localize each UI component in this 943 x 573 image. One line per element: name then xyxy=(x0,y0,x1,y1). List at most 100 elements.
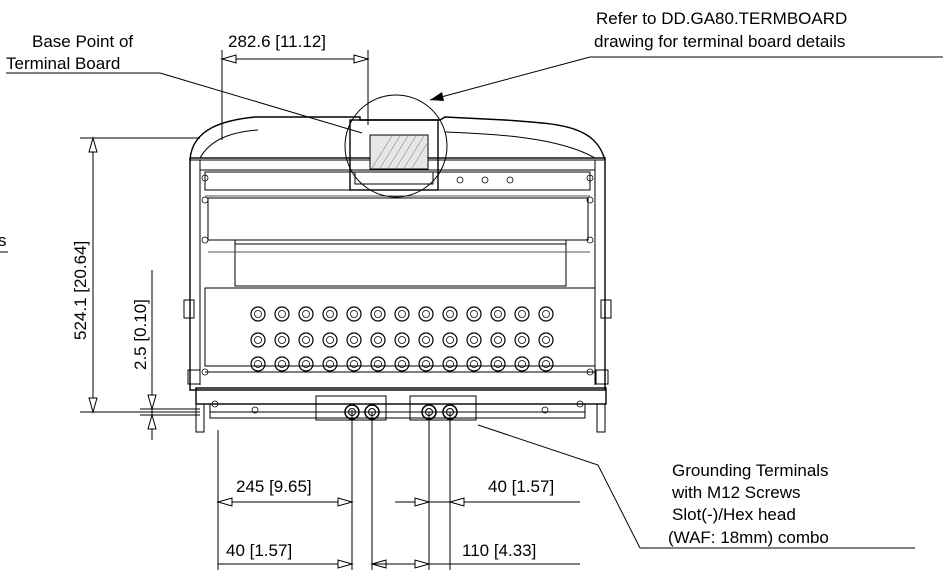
dim-ground-right-offset: 40 [1.57] xyxy=(395,412,580,570)
terminal-bolt xyxy=(346,306,362,322)
grounding-bolt xyxy=(421,404,437,420)
terminal-bolt-inner xyxy=(302,310,310,318)
terminal-bolt xyxy=(370,332,386,348)
terminal-bolt xyxy=(442,332,458,348)
terminal-bolt-inner xyxy=(398,310,406,318)
dim-bottom-left-offset: 40 [1.57] xyxy=(218,412,395,570)
dim-height-offset-text: 2.5 [0.10] xyxy=(131,299,150,370)
terminal-bolt xyxy=(250,356,266,372)
terminal-bolt-inner xyxy=(422,360,430,368)
terminal-bolt-inner xyxy=(494,310,502,318)
terminal-bolt-inner xyxy=(326,336,334,344)
terminal-bolt-inner xyxy=(374,336,382,344)
dim-top-width-text: 282.6 [11.12] xyxy=(228,32,326,51)
terminal-board-detail xyxy=(344,94,448,198)
frame-hole xyxy=(541,406,549,414)
dim-total-height: 524.1 [20.64] xyxy=(71,136,200,414)
frame-hole xyxy=(506,176,514,184)
grounding-bolt xyxy=(442,404,458,420)
terminal-bolt xyxy=(298,332,314,348)
terminal-bolt-inner xyxy=(254,310,262,318)
terminal-bolt xyxy=(538,356,554,372)
dim-total-height-text: 524.1 [20.64] xyxy=(71,241,90,340)
terminal-bolt xyxy=(442,306,458,322)
terminal-bolt xyxy=(274,332,290,348)
terminal-bolt xyxy=(514,306,530,322)
terminal-bolt xyxy=(346,332,362,348)
frame-hole xyxy=(586,236,594,244)
frame-hole xyxy=(586,174,594,182)
terminal-bolt xyxy=(370,356,386,372)
terminal-bolt-inner xyxy=(518,336,526,344)
terminal-bolt-inner xyxy=(374,310,382,318)
base-point-label-line1: Base Point of xyxy=(32,32,133,51)
grounding-note-line4: (WAF: 18mm) combo xyxy=(668,528,829,547)
terminal-bolt xyxy=(466,306,482,322)
terminal-bolt-inner xyxy=(518,310,526,318)
terminal-bolt-inner xyxy=(470,360,478,368)
grounding-bolt xyxy=(364,404,380,420)
terminal-bolt xyxy=(418,332,434,348)
terminal-bolt-inner xyxy=(494,336,502,344)
busbar-terminals xyxy=(250,306,554,420)
terminal-bolt xyxy=(370,306,386,322)
terminal-bolt-inner xyxy=(350,310,358,318)
dim-bottom-left-offset-text: 40 [1.57] xyxy=(226,541,292,560)
terminal-bolt-inner xyxy=(398,360,406,368)
refer-note-line1: Refer to DD.GA80.TERMBOARD xyxy=(596,9,847,28)
terminal-bolt-inner xyxy=(470,336,478,344)
terminal-bolt xyxy=(346,356,362,372)
terminal-bolt-inner xyxy=(518,360,526,368)
base-point-label-line2: Terminal Board xyxy=(6,54,120,73)
frame-hole xyxy=(456,176,464,184)
grounding-bolt xyxy=(344,404,360,420)
terminal-bolt xyxy=(274,356,290,372)
terminal-bolt xyxy=(418,356,434,372)
terminal-bolt xyxy=(418,306,434,322)
dim-top-width: 282.6 [11.12] xyxy=(220,32,370,140)
frame-hole xyxy=(251,406,259,414)
terminal-bolt-inner xyxy=(278,310,286,318)
terminal-bolt-inner xyxy=(350,360,358,368)
terminal-bolt-inner xyxy=(542,336,550,344)
frame-hole xyxy=(481,176,489,184)
terminal-bolt-inner xyxy=(422,336,430,344)
terminal-bolt-inner xyxy=(542,310,550,318)
terminal-bolt xyxy=(394,306,410,322)
frame-hole xyxy=(211,400,219,408)
terminal-bolt-inner xyxy=(398,336,406,344)
terminal-bolt-inner xyxy=(446,360,454,368)
terminal-bolt-inner xyxy=(350,336,358,344)
dim-ground-left-text: 245 [9.65] xyxy=(236,477,312,496)
grounding-bolt-inner xyxy=(368,408,376,416)
grounding-note-line3: Slot(-)/Hex head xyxy=(672,505,796,524)
terminal-bolt xyxy=(394,332,410,348)
terminal-bolt xyxy=(298,356,314,372)
terminal-bolt xyxy=(250,332,266,348)
refer-note-line2: drawing for terminal board details xyxy=(594,32,845,51)
terminal-bolt-inner xyxy=(374,360,382,368)
grounding-bolt-inner xyxy=(348,408,356,416)
dim-height-offset: 2.5 [0.10] xyxy=(131,270,200,440)
terminal-bolt-inner xyxy=(422,310,430,318)
terminal-bolt-inner xyxy=(542,360,550,368)
frame-holes xyxy=(201,174,594,414)
frame-hole xyxy=(201,236,209,244)
left-edge-fragment: s xyxy=(0,231,7,250)
frame-hole xyxy=(201,196,209,204)
frame-hole xyxy=(576,400,584,408)
terminal-bolt xyxy=(490,356,506,372)
grounding-bolt-inner xyxy=(446,408,454,416)
terminal-bolt xyxy=(538,332,554,348)
terminal-bolt xyxy=(322,306,338,322)
terminal-bolt-inner xyxy=(278,336,286,344)
terminal-bolt-inner xyxy=(254,336,262,344)
terminal-bolt xyxy=(490,332,506,348)
dim-ground-spacing-text: 110 [4.33] xyxy=(462,541,536,560)
dim-ground-spacing: 110 [4.33] xyxy=(372,541,580,569)
terminal-bolt-inner xyxy=(326,360,334,368)
terminal-bolt xyxy=(514,332,530,348)
terminal-bolt xyxy=(298,306,314,322)
terminal-bolt xyxy=(322,356,338,372)
frame-hole xyxy=(586,196,594,204)
